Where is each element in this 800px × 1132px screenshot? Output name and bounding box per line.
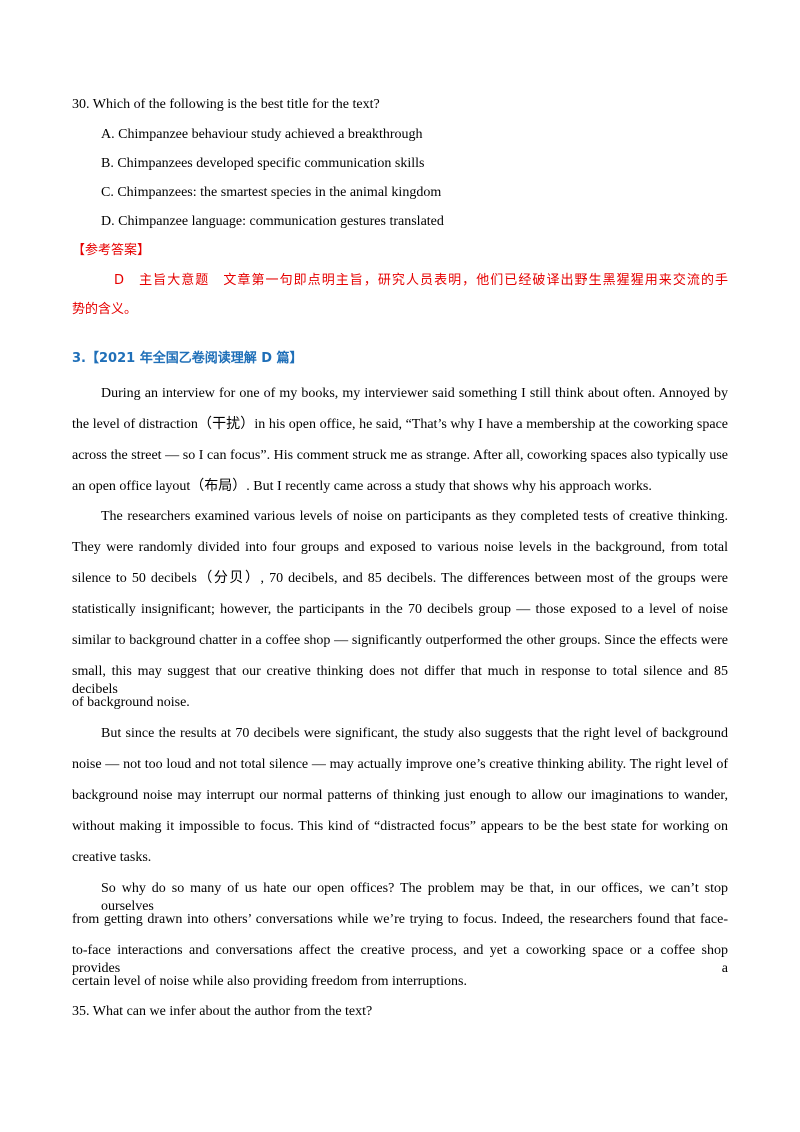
question-35: 35. What can we infer about the author f… [72,1004,373,1019]
passage-line: an open office layout（布局）. But I recentl… [72,479,652,494]
passage-line: noise — not too loud and not total silen… [72,757,728,772]
passage-line: to-face interactions and conversations a… [72,943,728,976]
option-a: A. Chimpanzee behaviour study achieved a… [101,127,423,142]
passage-line: similar to background chatter in a coffe… [72,633,728,648]
passage-line: across the street — so I can focus”. His… [72,448,728,463]
passage-line: without making it impossible to focus. T… [72,819,728,834]
passage-line: During an interview for one of my books,… [101,386,728,401]
option-b: B. Chimpanzees developed specific commun… [101,156,425,171]
passage-line: The researchers examined various levels … [101,509,728,524]
section-heading: 3.【2021 年全国乙卷阅读理解 D 篇】 [72,351,303,366]
answer-explanation-line-2: 势的含义。 [72,302,138,317]
passage-line: So why do so many of us hate our open of… [101,881,728,914]
answer-header: 【参考答案】 [72,243,151,258]
passage-line: the level of distraction（干扰）in his open … [72,417,728,432]
passage-line: from getting drawn into others’ conversa… [72,912,728,927]
passage-line: background noise may interrupt our norma… [72,788,728,803]
passage-line: certain level of noise while also provid… [72,974,468,989]
option-c: C. Chimpanzees: the smartest species in … [101,185,442,200]
passage-line: statistically insignificant; however, th… [72,602,728,617]
option-d: D. Chimpanzee language: communication ge… [101,214,444,229]
question-30: 30. Which of the following is the best t… [72,97,380,112]
passage-line: But since the results at 70 decibels wer… [101,726,728,741]
passage-line: They were randomly divided into four gro… [72,540,728,555]
passage-line: creative tasks. [72,850,152,865]
passage-line: of background noise. [72,695,190,710]
passage-line: small, this may suggest that our creativ… [72,664,728,697]
passage-line: silence to 50 decibels（分贝）, 70 decibels,… [72,571,728,586]
answer-explanation-line-1: D 主旨大意题 文章第一句即点明主旨，研究人员表明，他们已经破译出野生黑猩猩用来… [114,273,728,288]
